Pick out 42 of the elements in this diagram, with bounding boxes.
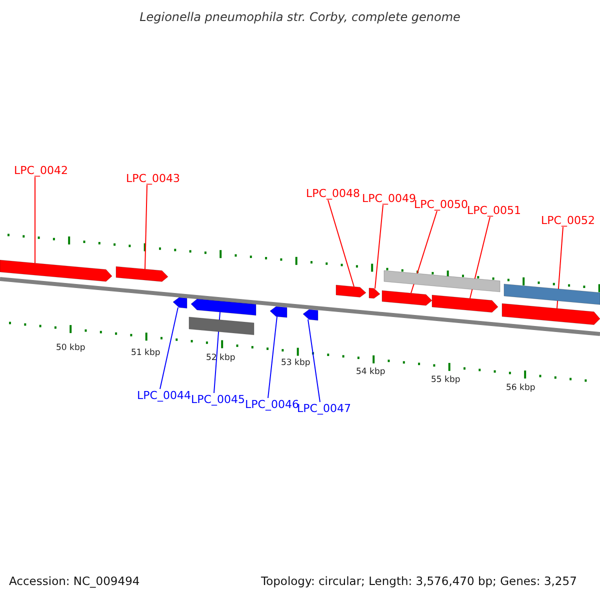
- gene-feature: [270, 306, 288, 318]
- gene-feature: [368, 288, 380, 299]
- gene-label: LPC_0051: [467, 204, 521, 217]
- gene-feature: [502, 303, 600, 326]
- diagram-title: Legionella pneumophila str. Corby, complete genome: [138, 11, 462, 24]
- footer-text: Accession: NC_009494: [9, 575, 140, 588]
- gene-label: LPC_0049: [362, 192, 416, 205]
- leader-line: [144, 184, 148, 270]
- scale-label: 54 kbp: [356, 366, 386, 379]
- gene-bar: [384, 270, 500, 292]
- leader-line: [308, 318, 320, 402]
- leader-line: [34, 176, 36, 264]
- gene-feature: [190, 298, 256, 316]
- gene-feature: [0, 260, 112, 282]
- gene-feature: [302, 309, 318, 321]
- scale-label: 51 kbp: [131, 347, 160, 360]
- gene-label: LPC_0050: [414, 198, 468, 211]
- gene-label: LPC_0044: [137, 389, 191, 402]
- gene-label: LPC_0043: [126, 172, 180, 185]
- scale-label: 56 kbp: [506, 382, 536, 395]
- leader-line: [160, 306, 178, 390]
- gene-label: LPC_0046: [245, 398, 299, 411]
- gene-feature: [116, 266, 168, 282]
- gene-label: LPC_0052: [541, 214, 595, 227]
- scale-label: 53 kbp: [281, 357, 310, 370]
- gene-feature: [336, 284, 366, 298]
- leader-line: [268, 316, 278, 398]
- scale-label: 55 kbp: [431, 374, 460, 387]
- scale-label: 50 kbp: [56, 342, 86, 355]
- gene-feature: [172, 297, 188, 309]
- gene-label: LPC_0047: [297, 402, 351, 415]
- leader-line: [410, 210, 438, 294]
- scale-label: 52 kbp: [206, 352, 236, 365]
- gene-feature: [432, 294, 498, 313]
- gene-label: LPC_0048: [306, 187, 360, 200]
- leader-line: [374, 204, 384, 290]
- gene-label: LPC_0045: [191, 393, 245, 406]
- footer-text: Topology: circular; Length: 3,576,470 bp; Genes: 3,257: [261, 575, 577, 588]
- leader-line: [328, 200, 354, 288]
- gene-bar: [188, 316, 254, 336]
- gene-bar: [504, 284, 600, 305]
- gene-label: LPC_0042: [14, 164, 68, 177]
